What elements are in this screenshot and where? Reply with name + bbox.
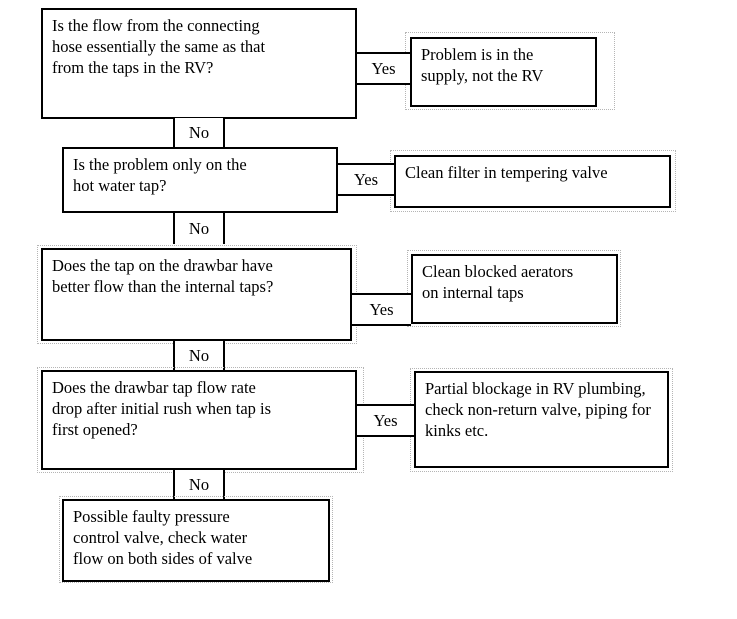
answer-box-1[interactable]: Problem is in the supply, not the RV	[410, 37, 597, 107]
question-box-1[interactable]: Is the flow from the connecting hose ess…	[41, 8, 357, 119]
answer-box-4[interactable]: Partial blockage in RV plumbing, check n…	[414, 371, 669, 468]
no-connector-1-label: No	[188, 122, 210, 142]
yes-connector-2: Yes	[338, 163, 394, 196]
yes-connector-3-label: Yes	[369, 299, 394, 319]
answer-box-5[interactable]: Possible faulty pressure control valve, …	[62, 499, 330, 582]
yes-connector-1-label: Yes	[371, 58, 396, 78]
question-box-2[interactable]: Is the problem only on the hot water tap…	[62, 147, 338, 213]
yes-connector-4-label: Yes	[373, 410, 398, 430]
no-connector-3-label: No	[188, 345, 210, 365]
yes-connector-1: Yes	[357, 52, 410, 85]
no-connector-4: No	[173, 470, 225, 499]
no-connector-4-label: No	[188, 474, 210, 494]
no-connector-1: No	[173, 118, 225, 148]
no-connector-2: No	[173, 213, 225, 244]
answer-box-2[interactable]: Clean filter in tempering valve	[394, 155, 671, 208]
question-box-4[interactable]: Does the drawbar tap flow rate drop afte…	[41, 370, 357, 470]
yes-connector-4: Yes	[357, 404, 414, 437]
yes-connector-2-label: Yes	[353, 169, 379, 189]
no-connector-2-label: No	[188, 218, 210, 238]
answer-box-3[interactable]: Clean blocked aerators on internal taps	[411, 254, 618, 324]
yes-connector-3: Yes	[352, 293, 411, 326]
question-box-3[interactable]: Does the tap on the drawbar have better …	[41, 248, 352, 341]
no-connector-3: No	[173, 341, 225, 371]
